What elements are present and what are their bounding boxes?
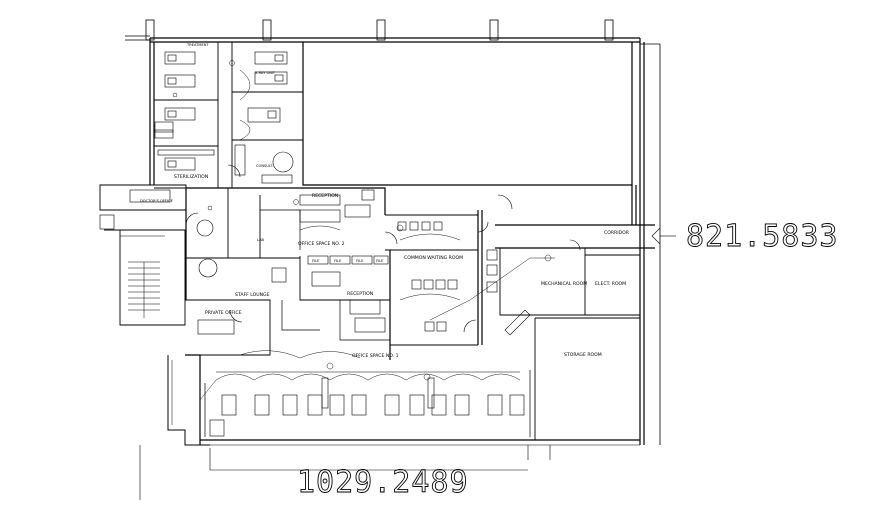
- label-doctors-office: DOCTOR'S OFFICE: [140, 199, 174, 203]
- label-mechanical-room: MECHANICAL ROOM: [541, 281, 587, 287]
- label-treatment: TREATMENT: [186, 43, 209, 47]
- label-file-3: FILE: [356, 259, 364, 263]
- label-file-4: FILE: [376, 259, 384, 263]
- label-file-2: FILE: [334, 259, 342, 263]
- label-file-1: FILE: [312, 259, 320, 263]
- label-staff-lounge: STAFF LOUNGE: [235, 292, 270, 298]
- label-common-waiting: COMMON WAITING ROOM: [404, 255, 463, 261]
- door-swings: [185, 164, 581, 333]
- label-private-office: PRIVATE OFFICE: [205, 310, 242, 316]
- dimension-lines: [139, 227, 676, 500]
- height-dimension: 821.5833: [686, 219, 839, 254]
- stair-treads: [128, 261, 160, 318]
- furniture: [99, 51, 531, 437]
- label-reception-lower: RECEPTION: [347, 291, 373, 297]
- label-xray-unit: X-RAY UNIT: [255, 71, 276, 75]
- label-consult: CONSULT.: [256, 164, 273, 168]
- label-reception-upper: RECEPTION: [312, 193, 338, 199]
- label-lab: LAB: [257, 238, 265, 242]
- width-dimension: 1029.2489: [297, 465, 469, 500]
- building-walls: [99, 19, 661, 446]
- lighting-circuits: [172, 60, 555, 401]
- label-elect-room: ELECT. ROOM: [595, 281, 626, 287]
- room-labels: TREATMENT X-RAY UNIT CONSULT. STERILIZAT…: [140, 43, 630, 359]
- label-storage-room: STORAGE ROOM: [564, 352, 602, 358]
- label-sterilization: STERILIZATION: [174, 174, 208, 180]
- label-corridor: CORRIDOR: [604, 230, 630, 236]
- label-office-space-2: OFFICE SPACE NO. 2: [298, 241, 345, 247]
- label-office-space-1: OFFICE SPACE NO. 1: [352, 353, 399, 359]
